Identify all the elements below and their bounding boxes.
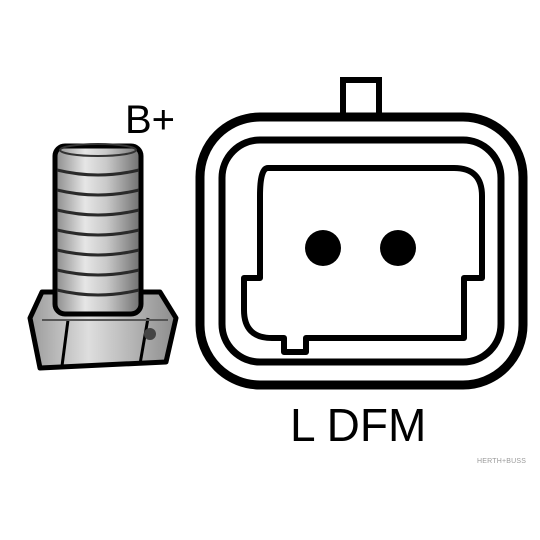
connector-socket-cavity (241, 165, 485, 355)
terminal-label: B+ (125, 98, 176, 142)
connector-plug-icon (195, 77, 528, 390)
terminal-bolt-icon (27, 143, 179, 371)
connector-pin-l (305, 230, 341, 266)
connector-pins-label: L DFM (290, 399, 427, 451)
bolt-threads (56, 168, 140, 297)
connector-pin-dfm (380, 230, 416, 266)
brand-watermark: HERTH+BUSS (477, 458, 527, 465)
bolt-threaded-stud (52, 143, 144, 317)
